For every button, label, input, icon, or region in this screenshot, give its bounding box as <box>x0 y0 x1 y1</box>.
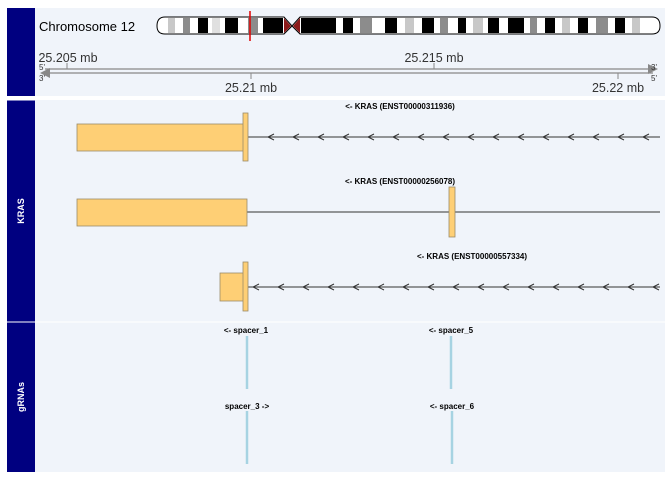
band <box>562 18 570 33</box>
transcript-label: <- KRAS (ENST00000311936) <box>345 102 455 111</box>
band <box>301 18 336 33</box>
band <box>198 18 208 33</box>
band <box>615 18 625 33</box>
transcript-label: <- KRAS (ENST00000557334) <box>417 252 527 261</box>
centromere <box>284 18 300 33</box>
exon <box>242 112 249 162</box>
strand-label: 3' <box>651 63 657 72</box>
grna: spacer_3 -> <box>225 402 270 464</box>
exon <box>76 198 248 227</box>
band <box>183 18 190 33</box>
band <box>632 18 640 33</box>
track-label: KRAS <box>16 198 26 224</box>
strand-arrows <box>251 283 660 291</box>
band <box>168 18 175 33</box>
axis-tick-label: 25.22 mb <box>592 81 644 95</box>
band <box>440 18 448 33</box>
transcript: <- KRAS (ENST00000311936) <box>76 102 660 162</box>
band <box>596 18 608 33</box>
grna-track: gRNAs <- spacer_1 <- spacer_5 spacer_3 -… <box>7 321 665 472</box>
grna-label: spacer_3 -> <box>225 402 270 411</box>
band <box>488 18 499 33</box>
grna-label: <- spacer_6 <box>430 402 475 411</box>
transcript: <- KRAS (ENST00000557334) <box>219 252 660 312</box>
transcript-label: <- KRAS (ENST00000256078) <box>345 177 455 186</box>
kras-track: KRAS <- KRAS (ENST00000311936) <- KRAS (… <box>7 99 665 322</box>
axis-arrow-right <box>648 64 658 74</box>
strand-arrows <box>266 133 650 141</box>
band <box>248 18 258 33</box>
band <box>530 18 537 33</box>
ideogram-header <box>7 8 35 96</box>
band <box>473 18 483 33</box>
band <box>385 18 397 33</box>
track-header <box>7 100 35 322</box>
genome-axis: 25.205 mb 25.215 mb 25.21 mb 25.22 mb 5'… <box>38 51 658 95</box>
exon <box>76 123 248 152</box>
strand-label: 5' <box>651 74 657 83</box>
strand-label: 3' <box>39 74 45 83</box>
exon <box>242 261 249 312</box>
band <box>458 18 466 33</box>
grna: <- spacer_5 <box>429 326 474 389</box>
exon <box>448 186 456 238</box>
band <box>360 18 372 33</box>
band <box>508 18 524 33</box>
band <box>225 18 238 33</box>
axis-tick-label: 25.205 mb <box>38 51 97 65</box>
grna-label: <- spacer_1 <box>224 326 269 335</box>
track-label: gRNAs <box>16 382 26 412</box>
track-header <box>7 322 35 472</box>
chromosome-ideogram <box>156 11 661 41</box>
band <box>422 18 434 33</box>
grna: <- spacer_1 <box>224 326 269 389</box>
band <box>263 18 283 33</box>
axis-arrow-left <box>40 68 50 78</box>
band <box>212 18 220 33</box>
band <box>578 18 588 33</box>
exon <box>219 272 248 302</box>
band <box>405 18 414 33</box>
ideogram-row: Chromosome 12 <box>7 8 665 96</box>
track-background <box>35 322 665 472</box>
grna: <- spacer_6 <box>430 402 475 464</box>
chromosome-label: Chromosome 12 <box>39 19 135 34</box>
strand-label: 5' <box>39 63 45 72</box>
grna-label: <- spacer_5 <box>429 326 474 335</box>
band <box>545 18 555 33</box>
band <box>343 18 353 33</box>
transcript: <- KRAS (ENST00000256078) <box>76 177 660 238</box>
axis-tick-label: 25.215 mb <box>404 51 463 65</box>
axis-tick-label: 25.21 mb <box>225 81 277 95</box>
